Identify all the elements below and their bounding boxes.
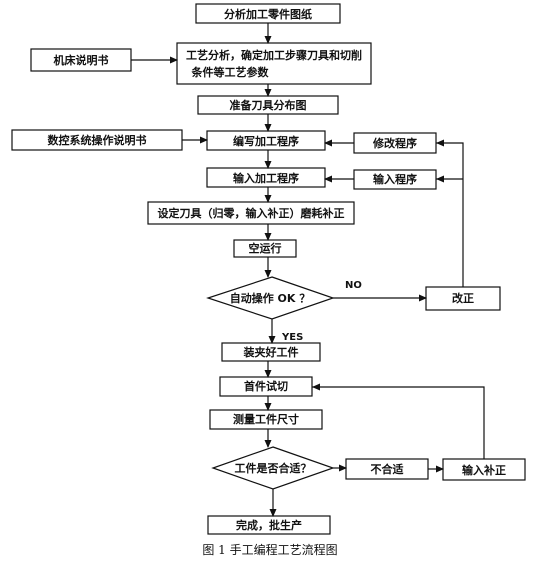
label-machine-manual: 机床说明书 [54, 53, 109, 67]
node-done-box [207, 515, 331, 535]
label-first-cut: 首件试切 [244, 379, 288, 393]
label-process-line2: 条件等工艺参数 [191, 65, 270, 79]
label-edge-yes: YES [281, 332, 303, 343]
label-input-program: 输入加工程序 [233, 171, 299, 185]
label-dry-run: 空运行 [249, 241, 282, 255]
label-measure: 测量工件尺寸 [233, 412, 299, 426]
node-process-box [176, 42, 372, 85]
label-modify-program: 修改程序 [372, 136, 417, 150]
edge-inputside-arrowhead [436, 175, 444, 183]
edge-modify-arrowhead [436, 139, 444, 147]
label-process-line1: 工艺分析，确定加工步骤刀具和切削 [186, 48, 362, 62]
edge-comp-to-firstcut [312, 386, 485, 459]
label-cnc-manual: 数控系统操作说明书 [48, 133, 147, 147]
label-edge-no: NO [345, 280, 362, 291]
label-analyze: 分析加工零件图纸 [224, 7, 312, 21]
node-set-tools-box [147, 201, 355, 225]
label-set-tools: 设定刀具（归零，输入补正）磨耗补正 [158, 206, 345, 220]
label-tool-layout: 准备刀具分布图 [230, 98, 307, 112]
label-qualified: 工件是否合适？ [235, 461, 312, 475]
label-done: 完成，批生产 [236, 518, 302, 532]
label-auto-ok: 自动操作 OK ？ [230, 291, 311, 305]
label-input-comp: 输入补正 [462, 463, 506, 477]
label-correct: 改正 [452, 291, 474, 305]
edge-comp-arrowhead [312, 383, 320, 391]
label-write-program: 编写加工程序 [233, 134, 299, 148]
figure-caption: 图 1 手工编程工艺流程图 [202, 542, 337, 557]
edge-correct-to-modify [436, 142, 464, 287]
label-not-ok: 不合适 [371, 462, 404, 476]
label-input-side: 输入程序 [373, 172, 417, 186]
label-clamp: 装夹好工件 [243, 345, 299, 359]
